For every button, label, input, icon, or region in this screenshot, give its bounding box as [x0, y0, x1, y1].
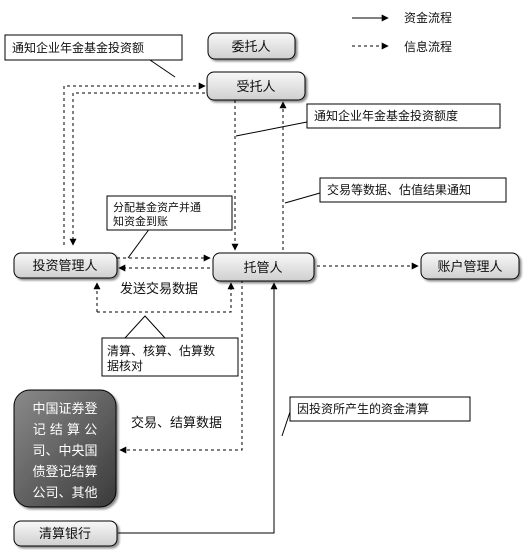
legend-dashed-label: 信息流程 — [404, 39, 452, 54]
node-weituoren-label: 委托人 — [231, 40, 270, 55]
node-jiesuan-jigou-line-3: 司、中央国 — [32, 444, 97, 459]
label-clearing-check-1: 清算、核算、估算数 — [107, 343, 215, 358]
flow-check-loop-bottom — [97, 282, 235, 313]
node-qingsuan-yinhang: 清算银行 — [13, 520, 118, 547]
label-allocate-assets-2: 知资金到账 — [113, 214, 168, 228]
label-trade-settlement-data: 交易、结算数据 — [131, 415, 222, 431]
flow-trustee-to-invest — [69, 92, 205, 246]
node-shoutuoren-label: 受托人 — [236, 80, 275, 95]
label-send-trade-data: 发送交易数据 — [120, 281, 198, 297]
node-touzi-guanliren-label: 投资管理人 — [32, 258, 97, 274]
callouts: 通知企业年金基金投资额 通知企业年金基金投资额度 交易等数据、估值结果通知 分配… — [4, 34, 507, 431]
legend: 资金流程 信息流程 — [352, 10, 452, 54]
node-jiesuan-jigou-line-5: 公司、其他 — [32, 486, 97, 501]
label-investment-clearing: 因投资所产生的资金清算 — [297, 401, 429, 416]
label-notify-quota-left: 通知企业年金基金投资额 — [12, 40, 144, 55]
callout-leaders — [124, 59, 321, 437]
node-shoutuoren: 受托人 — [206, 71, 306, 101]
node-tuoguanren: 托管人 — [212, 252, 315, 282]
label-trade-valuation-notice: 交易等数据、估值结果通知 — [327, 182, 471, 197]
label-clearing-check-2: 据核对 — [107, 359, 143, 373]
node-touzi-guanliren: 投资管理人 — [13, 252, 118, 279]
label-notify-quota-right: 通知企业年金基金投资额度 — [314, 108, 458, 123]
node-qingsuan-yinhang-label: 清算银行 — [39, 527, 91, 542]
node-weituoren: 委托人 — [207, 32, 296, 60]
node-jiesuan-jigou-line-4: 债登记结算 — [32, 465, 97, 480]
flow-bank-to-custodian — [118, 282, 278, 534]
legend-solid-label: 资金流程 — [404, 10, 452, 25]
flow-custodian-to-clearinghouse — [119, 280, 243, 454]
label-allocate-assets-1: 分配基金资产并通 — [113, 200, 201, 214]
node-jiesuan-jigou-line-2: 记 结 算 公 — [33, 423, 97, 438]
node-tuoguanren-label: 托管人 — [243, 261, 282, 276]
node-zhanghu-guanliren-label: 账户管理人 — [437, 259, 502, 275]
flow-invest-to-trustee — [63, 82, 206, 245]
node-jiesuan-jigou: 中国证券登 记 结 算 公 司、中央国 债登记结算 公司、其他 — [13, 389, 117, 508]
node-zhanghu-guanliren: 账户管理人 — [420, 252, 520, 280]
nodes: 委托人 受托人 投资管理人 托管人 账户管理人 中国证券登 记 结 算 公 司、… — [13, 32, 520, 547]
flow-lines — [63, 82, 419, 534]
node-jiesuan-jigou-line-1: 中国证券登 — [32, 401, 97, 417]
